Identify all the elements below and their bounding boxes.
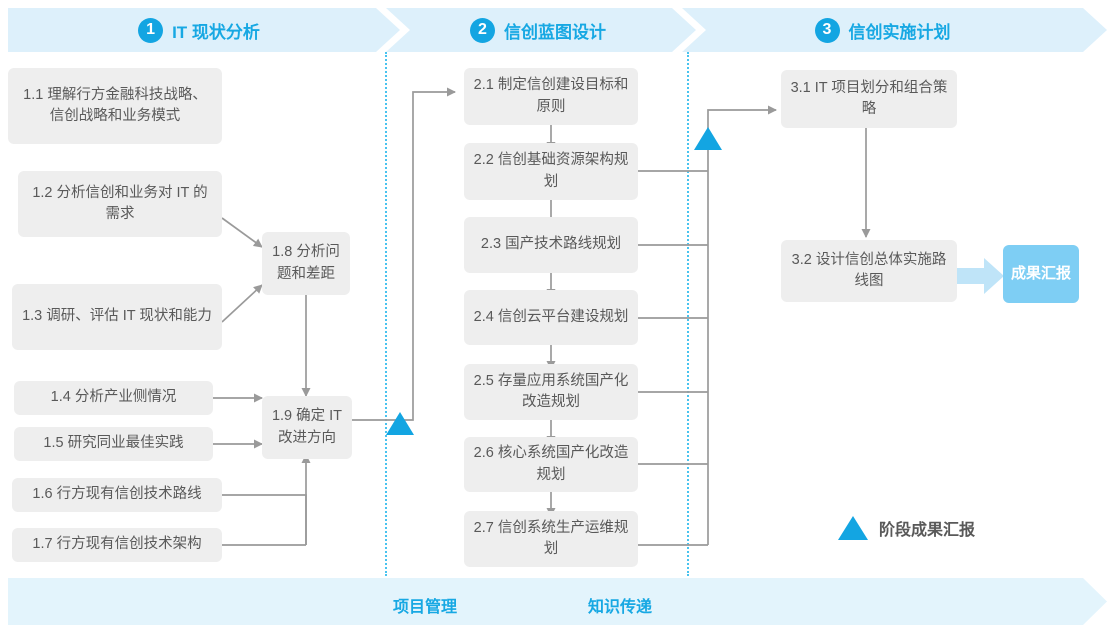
column-divider-1 — [385, 52, 387, 576]
task-box-2-3[interactable]: 2.3 国产技术路线规划 — [464, 217, 638, 273]
legend-label: 阶段成果汇报 — [879, 522, 976, 539]
footer-label-knowledge-transfer: 知识传递 — [588, 599, 653, 616]
phase-title-2: 信创蓝图设计 — [504, 22, 606, 42]
phase-banner-2: 2 信创蓝图设计 — [386, 8, 696, 52]
task-box-1-9[interactable]: 1.9 确定 IT 改进方向 — [262, 396, 352, 459]
phase-number-3: 3 — [814, 17, 840, 43]
phase-number-1: 1 — [138, 17, 164, 43]
phase-title-1: IT 现状分析 — [172, 22, 260, 42]
task-box-2-4[interactable]: 2.4 信创云平台建设规划 — [464, 290, 638, 345]
phase-banner-1: 1 IT 现状分析 — [8, 8, 400, 52]
footer-band — [8, 578, 1107, 625]
task-box-1-7[interactable]: 1.7 行方现有信创技术架构 — [12, 528, 222, 562]
task-box-1-3[interactable]: 1.3 调研、评估 IT 现状和能力 — [12, 284, 222, 350]
triangle-icon — [838, 516, 868, 540]
task-box-2-5[interactable]: 2.5 存量应用系统国产化改造规划 — [464, 364, 638, 420]
task-box-2-1[interactable]: 2.1 制定信创建设目标和原则 — [464, 68, 638, 125]
task-box-1-5[interactable]: 1.5 研究同业最佳实践 — [14, 427, 213, 461]
footer-label-project-management: 项目管理 — [393, 599, 458, 616]
legend: 阶段成果汇报 — [838, 516, 975, 540]
column-divider-2 — [687, 52, 689, 576]
task-box-2-2[interactable]: 2.2 信创基础资源架构规划 — [464, 143, 638, 200]
deliverable-arrow-icon — [949, 258, 1004, 294]
milestone-triangle-phase1 — [386, 412, 414, 435]
task-box-3-1[interactable]: 3.1 IT 项目划分和组合策略 — [781, 70, 957, 128]
phase-title-3: 信创实施计划 — [848, 22, 951, 42]
task-box-2-7[interactable]: 2.7 信创系统生产运维规划 — [464, 511, 638, 567]
milestone-triangle-phase2 — [694, 127, 722, 150]
task-box-1-2[interactable]: 1.2 分析信创和业务对 IT 的需求 — [18, 171, 222, 237]
task-box-1-8[interactable]: 1.8 分析问题和差距 — [262, 232, 350, 295]
task-box-1-6[interactable]: 1.6 行方现有信创技术路线 — [12, 478, 222, 512]
phase-banner-3: 3 信创实施计划 — [682, 8, 1107, 52]
task-box-1-4[interactable]: 1.4 分析产业侧情况 — [14, 381, 213, 415]
phase-number-2: 2 — [470, 17, 495, 43]
deliverable-chip[interactable]: 成果汇报 — [1003, 245, 1079, 303]
task-box-2-6[interactable]: 2.6 核心系统国产化改造规划 — [464, 437, 638, 492]
task-box-1-1[interactable]: 1.1 理解行方金融科技战略、信创战略和业务模式 — [8, 68, 222, 144]
task-box-3-2[interactable]: 3.2 设计信创总体实施路线图 — [781, 240, 957, 302]
